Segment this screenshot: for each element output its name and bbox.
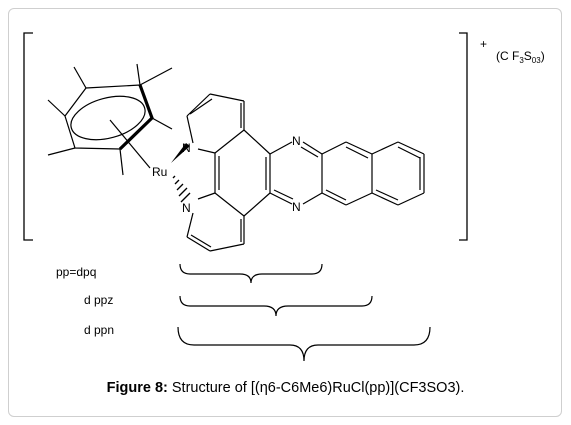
counterion-label: (C F3S03): [496, 49, 545, 65]
figure-frame: [8, 8, 562, 417]
caption-figure-number: Figure 8:: [106, 380, 168, 396]
left-bracket: [23, 32, 33, 241]
pyrazine-nitrogen-lower: N: [292, 200, 301, 214]
right-bracket: [459, 32, 468, 241]
charge-label: +: [480, 37, 487, 51]
pyrazine-nitrogen-upper: N: [292, 134, 301, 148]
ru-n-wedge-bond: [171, 143, 190, 163]
ligand-label-dppn: d ppn: [84, 323, 114, 337]
hexamethylbenzene-ring: [47, 63, 173, 176]
pp-ligand-rings: [186, 93, 425, 252]
ruthenium-atom: Ru: [152, 165, 167, 179]
brace-dppz: [179, 295, 373, 317]
nitrogen-atom-upper: N: [182, 141, 191, 155]
nitrogen-atom-lower: N: [182, 201, 191, 215]
brace-dpq: [179, 263, 323, 284]
caption-text: Structure of [(η6-C6Me6)RuCl(pp)](CF3SO3…: [167, 380, 465, 396]
ligand-label-dpq: pp=dpq: [56, 265, 96, 279]
figure-caption: Figure 8: Structure of [(η6-C6Me6)RuCl(p…: [0, 380, 571, 396]
ru-n-hashed-bond: [172, 175, 191, 203]
brace-dppn: [177, 326, 431, 362]
ligand-label-dppz: d ppz: [84, 293, 113, 307]
